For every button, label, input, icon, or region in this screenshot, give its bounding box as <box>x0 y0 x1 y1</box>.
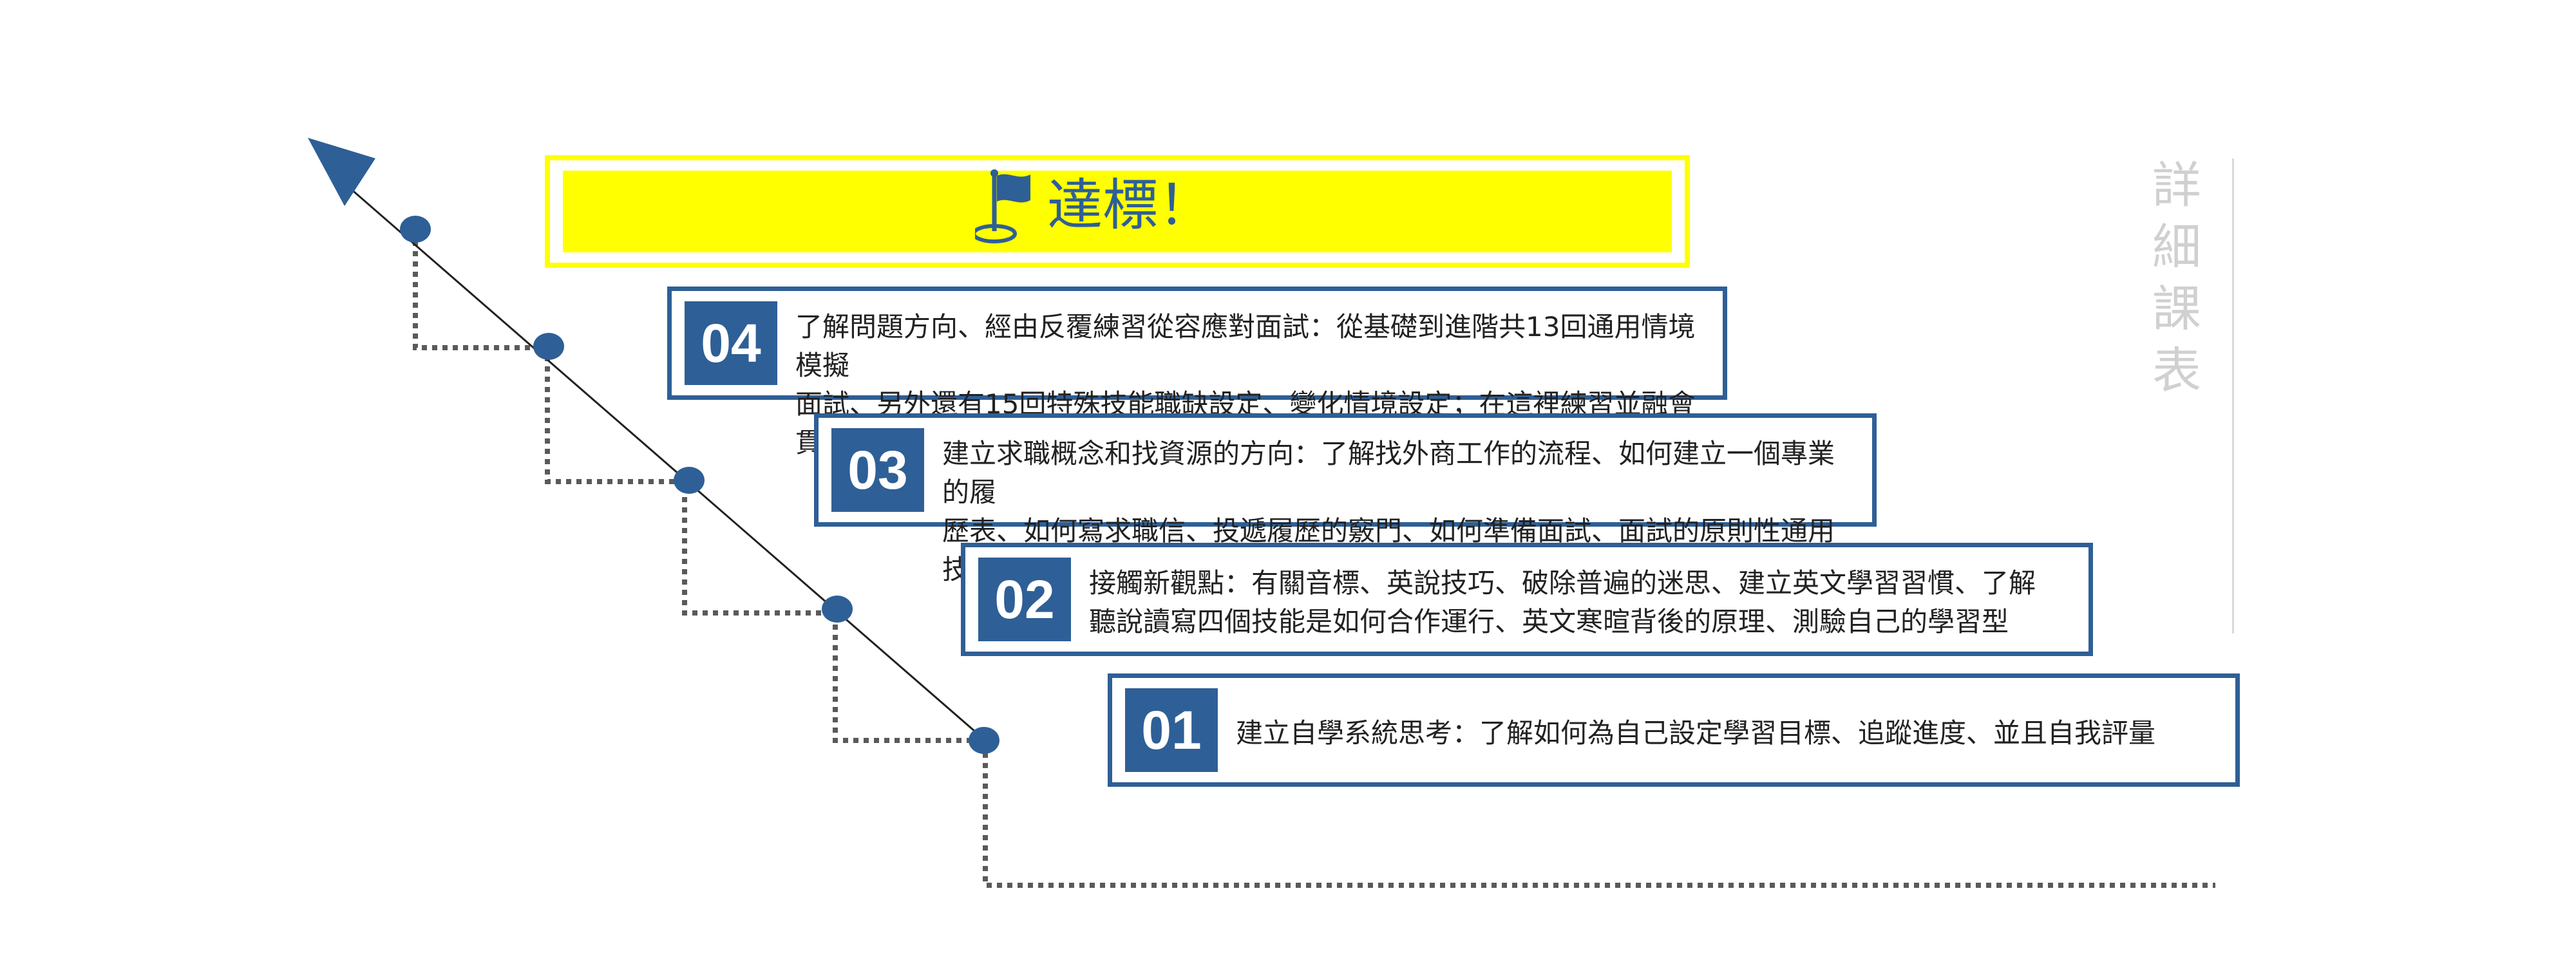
flag-icon <box>975 169 1030 243</box>
step-card-01: 01 建立自學系統思考：了解如何為自己設定學習目標、追蹤進度、並且自我評量 <box>1108 673 2240 787</box>
goal-label: 達標！ <box>1047 173 1213 238</box>
step-description: 接觸新觀點：有關音標、英說技巧、破除普遍的迷思、建立英文學習習慣、了解 聽說讀寫… <box>1089 567 2036 637</box>
milestone-dot <box>400 216 431 243</box>
step-description: 建立自學系統思考：了解如何為自己設定學習目標、追蹤進度、並且自我評量 <box>1236 717 2156 749</box>
step-number: 04 <box>685 301 777 385</box>
side-title: 詳 細 課 表 <box>2152 156 2201 399</box>
milestone-dot <box>822 596 853 623</box>
goal-banner: 達標！ <box>545 155 1690 268</box>
dotted-staircase <box>413 230 2215 888</box>
milestone-dot <box>674 467 705 494</box>
milestone-dot <box>533 333 564 360</box>
progress-line <box>344 182 986 742</box>
arrow-head-icon <box>308 138 375 206</box>
milestone-dot <box>969 727 999 754</box>
step-number: 03 <box>831 428 924 512</box>
step-card-03: 03 建立求職概念和找資源的方向：了解找外商工作的流程、如何建立一個專業的履 歷… <box>814 413 1877 585</box>
step-number: 01 <box>1125 688 1218 772</box>
step-card-02: 02 接觸新觀點：有關音標、英說技巧、破除普遍的迷思、建立英文學習習慣、了解 聽… <box>961 543 2093 656</box>
goal-banner-fill: 達標！ <box>563 169 1672 252</box>
step-number: 02 <box>978 558 1071 641</box>
side-divider <box>2232 158 2234 634</box>
step-card-04: 04 了解問題方向、經由反覆練習從容應對面試：從基礎到進階共13回通用情境模擬 … <box>667 287 1727 458</box>
